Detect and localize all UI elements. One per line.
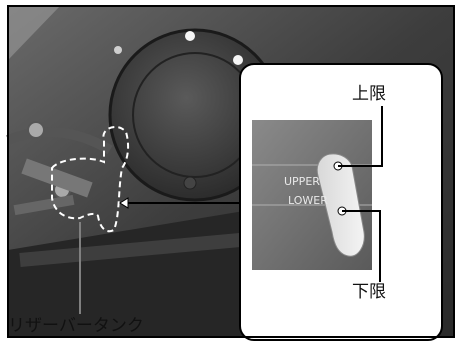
reservoir-outline <box>51 125 130 233</box>
upper-limit-label: 上限 <box>352 84 386 104</box>
tank-window <box>316 153 365 257</box>
reservoir-tank-label: リザーバータンク <box>8 316 144 336</box>
lower-limit-label: 下限 <box>352 282 386 302</box>
upper-scale-mark: UPPER <box>284 175 320 188</box>
lower-scale-mark: LOWER <box>288 194 328 207</box>
